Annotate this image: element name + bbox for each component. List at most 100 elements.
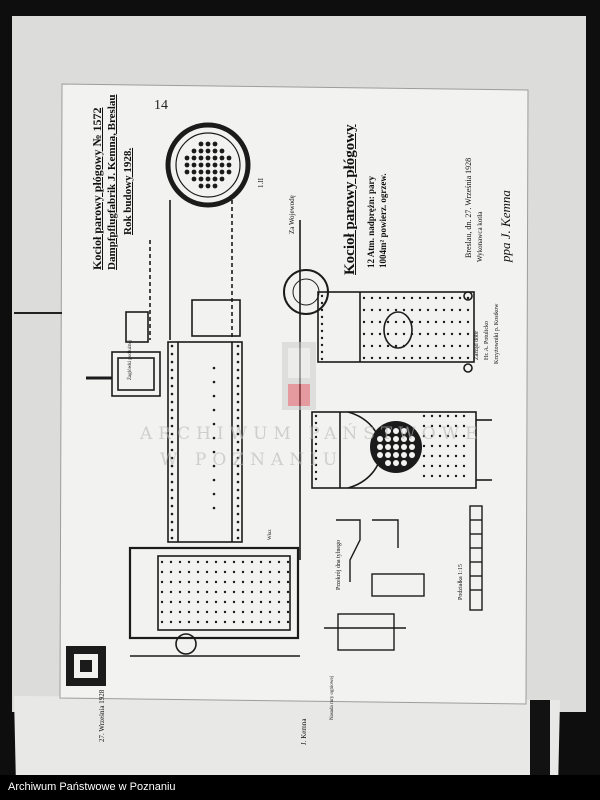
rivet — [268, 610, 272, 614]
corner-mark: 14 — [154, 98, 168, 113]
archive-watermark-line1: ARCHIWUM PAŃSTWOWE — [140, 424, 484, 444]
rivet — [236, 416, 240, 420]
rivet — [422, 444, 426, 448]
title-manufacturer: Dampfpflugfabrik J. Kemna, Breslau — [106, 94, 118, 270]
tube-hole — [191, 176, 197, 182]
rivet — [196, 570, 200, 574]
detail-drawings — [324, 505, 483, 651]
rivet — [314, 463, 318, 467]
rivet — [259, 620, 263, 624]
rivet — [362, 356, 366, 360]
rivet — [430, 474, 434, 478]
rivet — [418, 332, 422, 336]
rivet — [362, 308, 366, 312]
rivet — [320, 357, 324, 361]
tube-hole — [205, 183, 211, 189]
rivet — [214, 600, 218, 604]
rivet — [268, 560, 272, 564]
rivet — [241, 590, 245, 594]
rivet — [236, 440, 240, 444]
tube-hole — [393, 428, 399, 434]
rivet — [160, 590, 164, 594]
rivet — [187, 590, 191, 594]
tube-hole — [205, 141, 211, 147]
rivet — [320, 301, 324, 305]
rivet — [378, 296, 382, 300]
tube-hole — [198, 141, 204, 147]
title-boiler-number: Kocioł parowy płógowy № 1572 — [90, 107, 104, 270]
rivet — [212, 408, 216, 412]
tube-hole — [184, 162, 190, 168]
archive-footer: Archiwum Państwowe w Poznaniu — [0, 775, 600, 800]
tube-hole — [212, 148, 218, 154]
rivet — [402, 332, 406, 336]
tube-hole — [205, 155, 211, 161]
rivet — [169, 620, 173, 624]
rivet — [378, 332, 382, 336]
rivet — [430, 424, 434, 428]
rivet — [434, 320, 438, 324]
rivet — [450, 308, 454, 312]
rivet — [370, 344, 374, 348]
rivet — [196, 560, 200, 564]
rivet — [458, 332, 462, 336]
rivet — [212, 436, 216, 440]
rivet — [454, 434, 458, 438]
rivet — [458, 356, 462, 360]
rivet — [170, 480, 174, 484]
rivet — [241, 570, 245, 574]
rivet — [214, 560, 218, 564]
tube-hole — [226, 162, 232, 168]
tube-hole — [198, 155, 204, 161]
rivet — [236, 512, 240, 516]
rivet — [236, 480, 240, 484]
rivet — [212, 450, 216, 454]
rivet — [187, 560, 191, 564]
rivet — [422, 414, 426, 418]
rivet — [160, 610, 164, 614]
rivet — [314, 421, 318, 425]
rivet — [170, 416, 174, 420]
rivet — [430, 444, 434, 448]
rivet — [205, 590, 209, 594]
tube-hole — [226, 155, 232, 161]
heating-surface-spec: 1004m² powierz. ogrzew. — [378, 173, 388, 268]
rivet — [370, 356, 374, 360]
tube-hole — [212, 169, 218, 175]
rivet — [236, 520, 240, 524]
rivet — [410, 356, 414, 360]
rivet — [268, 580, 272, 584]
rivet — [466, 320, 470, 324]
tube-hole — [226, 169, 232, 175]
rivet — [268, 570, 272, 574]
rivet — [212, 366, 216, 370]
rivet — [466, 344, 470, 348]
tube-hole — [205, 162, 211, 168]
rivet — [232, 560, 236, 564]
tube-hole — [401, 428, 407, 434]
rivet — [320, 294, 324, 298]
rivet — [462, 424, 466, 428]
rivet — [178, 590, 182, 594]
tube-hole — [377, 436, 383, 442]
rivet — [170, 496, 174, 500]
rivet — [212, 492, 216, 496]
rivet — [236, 504, 240, 508]
rivet — [458, 308, 462, 312]
rivet — [462, 434, 466, 438]
rivet — [277, 610, 281, 614]
rivet — [169, 580, 173, 584]
maker-signature: ppa J. Kemna — [498, 190, 513, 262]
rivet — [438, 444, 442, 448]
rivet — [196, 620, 200, 624]
rivet — [169, 590, 173, 594]
rivet — [434, 344, 438, 348]
rivet — [259, 560, 263, 564]
scale-label: Podziałka 1:15 — [458, 564, 464, 600]
rivet — [250, 590, 254, 594]
tube-hole — [198, 183, 204, 189]
rivet — [212, 380, 216, 384]
rivet — [386, 296, 390, 300]
rivet — [402, 320, 406, 324]
maker-label: Wykonawca kotła — [476, 211, 484, 262]
